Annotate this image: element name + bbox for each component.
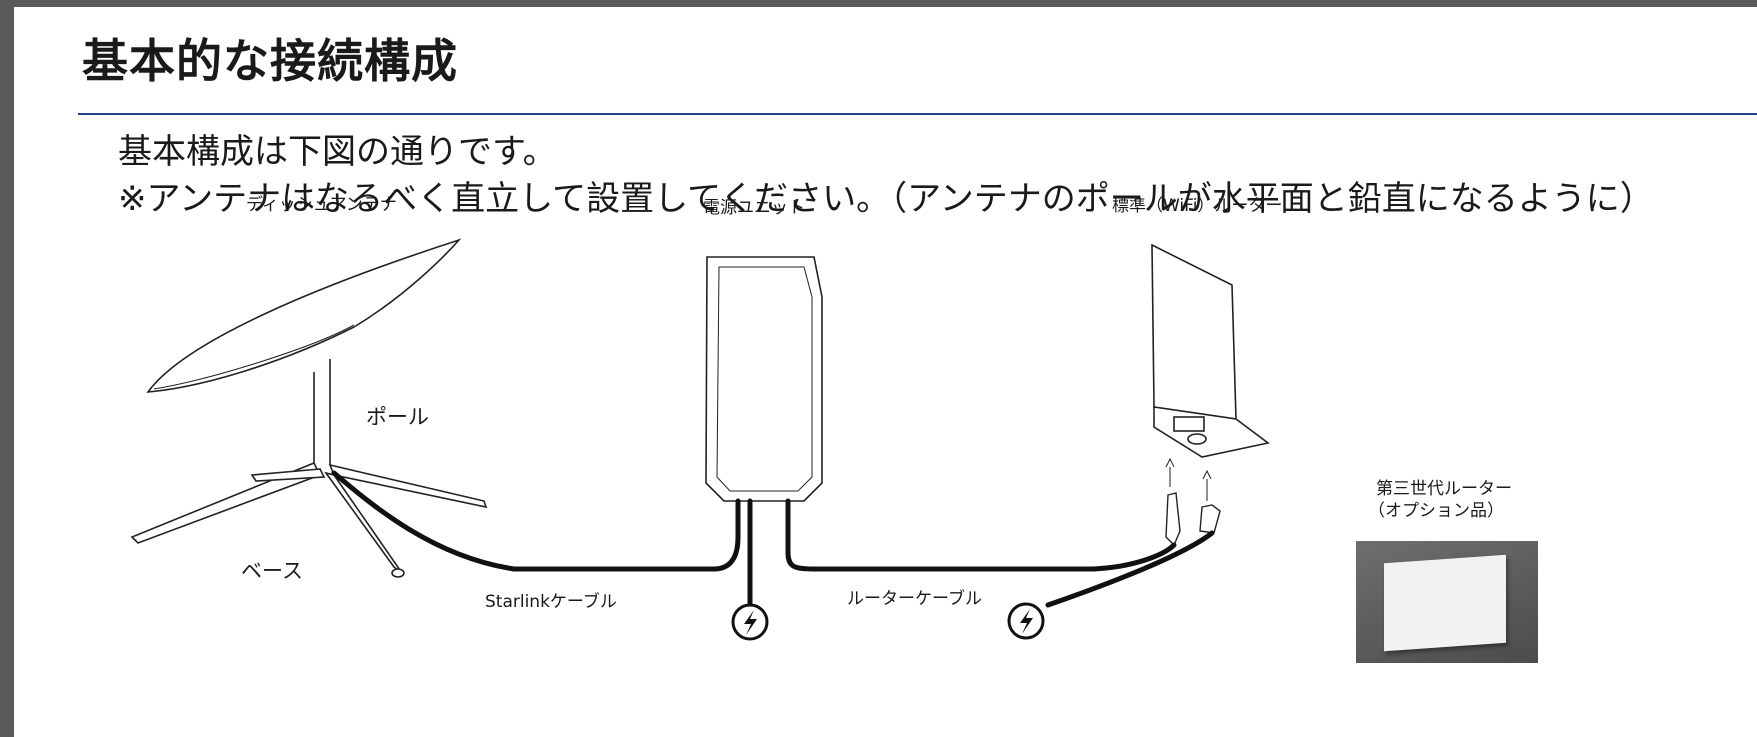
slide: 基本的な接続構成 基本構成は下図の通りです。 ※アンテナはなるべく直立して設置し… xyxy=(14,7,1757,737)
title-underline xyxy=(78,113,1757,115)
label-pole: ポール xyxy=(366,405,429,429)
label-router-cable: ルーターケーブル xyxy=(847,589,982,609)
label-starlink-cable: Starlinkケーブル xyxy=(485,592,617,612)
label-dish-antenna: ディッシュアンテナ xyxy=(246,195,397,215)
label-standard-router: 標準（WiFi）ルーター xyxy=(1112,196,1283,216)
label-gen3-router: 第三世代ルーター xyxy=(1376,479,1512,499)
gen3-router-photo xyxy=(1356,541,1538,663)
wifi-router xyxy=(1151,243,1270,458)
gen3-router-device xyxy=(1384,554,1506,652)
power-plug-icon xyxy=(1007,602,1045,640)
label-gen3-optional: （オプション品） xyxy=(1368,501,1504,521)
label-base: ベース xyxy=(241,559,303,583)
power-unit xyxy=(705,256,823,502)
page-title: 基本的な接続構成 xyxy=(82,34,458,88)
router-connectors xyxy=(1165,457,1221,547)
connection-diagram xyxy=(130,238,1270,641)
installation-note: ※アンテナはなるべく直立して設置してください。（アンテナのポールが水平面と鉛直に… xyxy=(118,179,1654,219)
power-plug-icon xyxy=(731,603,769,641)
intro-text: 基本構成は下図の通りです。 xyxy=(118,132,557,172)
label-power-unit: 電源ユニット xyxy=(703,198,805,218)
cables xyxy=(331,470,1215,610)
dish-antenna xyxy=(130,238,488,578)
